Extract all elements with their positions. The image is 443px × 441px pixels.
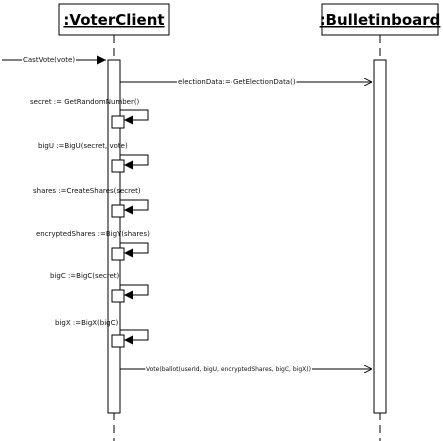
nested-activation-bigu — [111, 159, 125, 173]
lifeline-bulletinboard-head: :Bulletinboard — [320, 3, 441, 36]
message-get-election-data-label: electionData:= GetElectionData() — [178, 78, 296, 86]
self-message-bigx-label: bigX :=BigX(bigC) — [55, 319, 119, 327]
self-message-encrypted-shares-label: encryptedShares :=BigY(shares) — [36, 230, 150, 238]
activation-voterclient — [107, 59, 121, 414]
lifeline-voterclient-head: :VoterClient — [58, 3, 170, 36]
nested-activation-shares — [111, 204, 125, 218]
message-get-election-data: electionData:= GetElectionData() — [120, 77, 372, 88]
self-message-bigx: bigX :=BigX(bigC) — [55, 319, 149, 348]
message-vote: Vote(ballot(userId, bigU, encryptedShare… — [120, 365, 372, 375]
nested-activation-bigc — [111, 289, 125, 303]
message-castvote: CastVote(vote) — [2, 55, 106, 66]
lifeline-bulletinboard-name: :Bulletinboard — [320, 11, 441, 29]
nested-activation-encrypted-shares — [111, 247, 125, 261]
self-message-bigc-label: bigC :=BigC(secret) — [50, 272, 120, 280]
nested-activation-secret — [111, 115, 125, 129]
self-message-secret-label: secret := GetRandomNumber() — [30, 98, 140, 106]
self-message-bigu: bigU :=BigU(secret, vote) — [38, 142, 149, 173]
self-message-bigu-label: bigU :=BigU(secret, vote) — [38, 142, 128, 150]
nested-activation-bigx — [111, 334, 125, 348]
self-message-encrypted-shares: encryptedShares :=BigY(shares) — [36, 230, 150, 261]
activation-bulletinboard — [373, 59, 387, 414]
self-message-shares-label: shares :=CreateShares(secret) — [33, 187, 141, 195]
message-castvote-label: CastVote(vote) — [23, 56, 75, 64]
message-vote-label: Vote(ballot(userId, bigU, encryptedShare… — [146, 366, 311, 373]
lifeline-voterclient-name: :VoterClient — [63, 11, 164, 29]
self-message-shares: shares :=CreateShares(secret) — [33, 187, 149, 218]
self-message-bigc: bigC :=BigC(secret) — [50, 272, 149, 303]
self-message-secret: secret := GetRandomNumber() — [30, 98, 149, 129]
